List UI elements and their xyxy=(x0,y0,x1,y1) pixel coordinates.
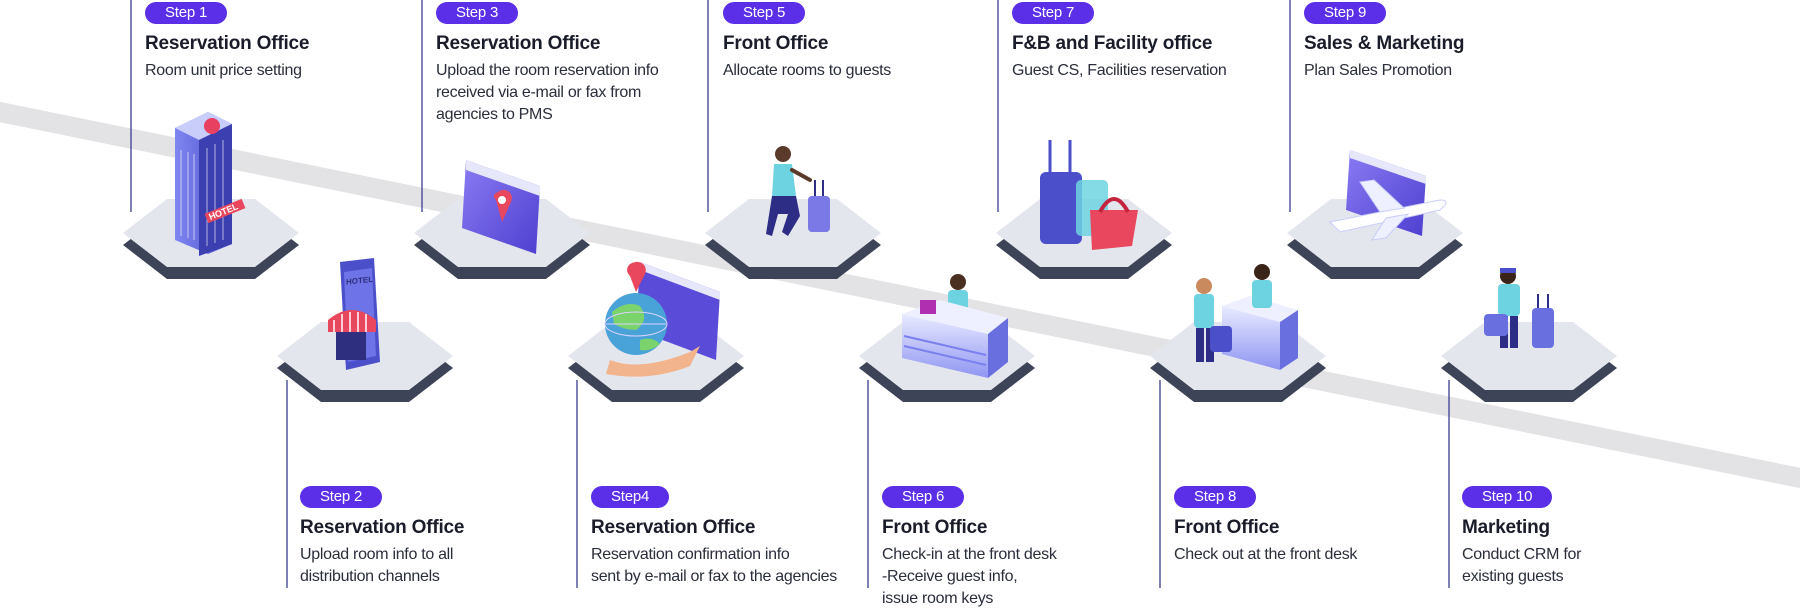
step-description: Plan Sales Promotion xyxy=(1304,62,1452,79)
background-path xyxy=(0,102,1800,488)
step-description: Allocate rooms to guests xyxy=(723,62,891,79)
step-2: Step 2 Reservation Office Upload room in… xyxy=(300,486,600,588)
step-9: Step 9 Sales & Marketing Plan Sales Prom… xyxy=(1304,2,1604,82)
step-badge: Step 8 xyxy=(1174,486,1257,508)
step-10: Step 10 Marketing Conduct CRM for existi… xyxy=(1462,486,1762,588)
step-badge: Step4 xyxy=(591,486,670,508)
step-badge: Step 5 xyxy=(723,2,806,24)
step-office: Reservation Office xyxy=(300,517,465,538)
step-description: Upload room info to all distribution cha… xyxy=(300,546,454,585)
step-1: Step 1 Reservation Office Room unit pric… xyxy=(145,2,445,82)
step-badge: Step 10 xyxy=(1462,486,1553,508)
step-badge: Step 6 xyxy=(882,486,965,508)
platform-step-10 xyxy=(1441,322,1617,402)
checkout-desk-icon xyxy=(1194,264,1298,370)
step-office: Marketing xyxy=(1462,517,1550,538)
step-badge: Step 2 xyxy=(300,486,383,508)
step-office: Reservation Office xyxy=(591,517,756,538)
svg-text:HOTEL: HOTEL xyxy=(346,275,373,287)
step-6: Step 6 Front Office Check-in at the fron… xyxy=(882,486,1182,610)
hotel-building-icon: HOTEL xyxy=(175,112,246,256)
step-badge: Step 9 xyxy=(1304,2,1387,24)
step-description: Reservation confirmation info sent by e-… xyxy=(591,546,837,585)
step-description: Check out at the front desk xyxy=(1174,546,1358,563)
step-office: F&B and Facility office xyxy=(1012,33,1213,54)
browser-location-icon xyxy=(462,160,540,254)
airplane-screen-icon xyxy=(1328,150,1447,241)
step-office: Front Office xyxy=(723,33,829,54)
globe-hand-icon xyxy=(604,261,720,377)
step-office: Reservation Office xyxy=(436,33,601,54)
step-description: Room unit price setting xyxy=(145,62,302,79)
platform-step-5 xyxy=(705,199,881,279)
step-office: Front Office xyxy=(882,517,988,538)
step-badge: Step 7 xyxy=(1012,2,1095,24)
step-office: Reservation Office xyxy=(145,33,310,54)
step-badge: Step 3 xyxy=(436,2,519,24)
connector-lines xyxy=(130,0,1450,588)
step-8: Step 8 Front Office Check out at the fro… xyxy=(1174,486,1474,566)
step-3: Step 3 Reservation Office Upload the roo… xyxy=(436,2,736,126)
step-5: Step 5 Front Office Allocate rooms to gu… xyxy=(723,2,1023,82)
step-description: Upload the room reservation info receive… xyxy=(436,62,659,123)
step-7: Step 7 F&B and Facility office Guest CS,… xyxy=(1012,2,1312,82)
step-office: Front Office xyxy=(1174,517,1280,538)
porter-luggage-icon xyxy=(1484,268,1554,348)
step-office: Sales & Marketing xyxy=(1304,33,1465,54)
step-description: Check-in at the front desk -Receive gues… xyxy=(882,546,1057,607)
traveler-luggage-icon xyxy=(766,146,830,236)
step-badge: Step 1 xyxy=(145,2,228,24)
step-description: Conduct CRM for existing guests xyxy=(1462,546,1582,585)
step-description: Guest CS, Facilities reservation xyxy=(1012,62,1227,79)
front-desk-icon xyxy=(902,274,1008,378)
luggage-bags-icon xyxy=(1040,140,1138,250)
step-4: Step4 Reservation Office Reservation con… xyxy=(591,486,901,588)
hotel-phone-icon: HOTEL xyxy=(328,237,380,370)
